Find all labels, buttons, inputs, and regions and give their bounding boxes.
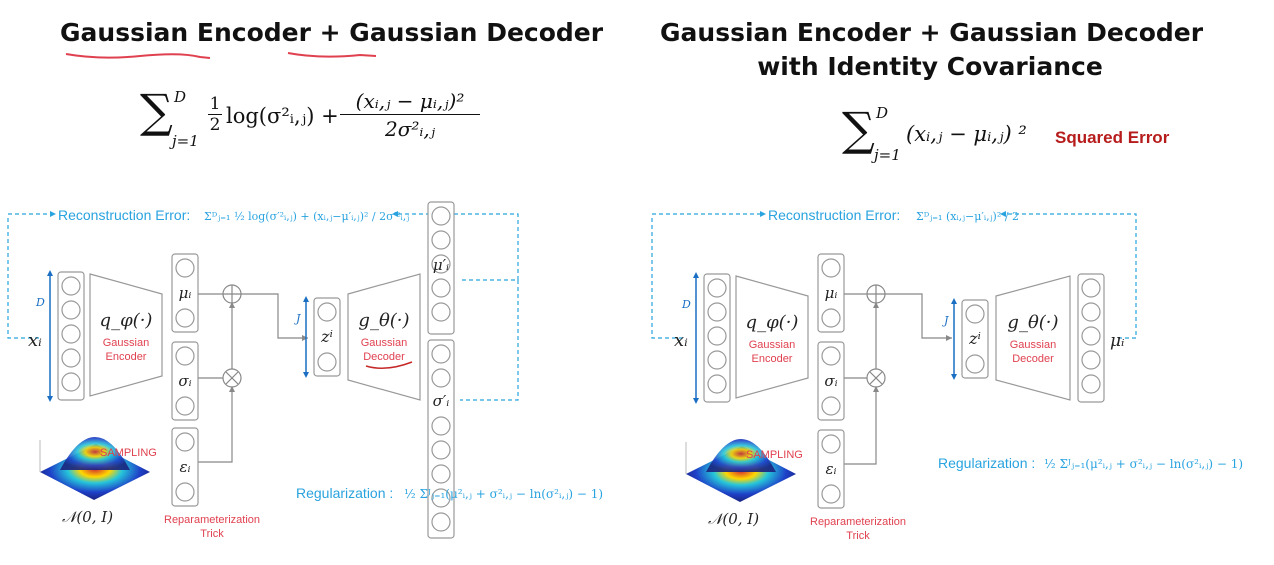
gaussian-surface-left — [39, 437, 150, 500]
left-recon-formula: Σᴰⱼ₌₁ ½ log(σ′²ᵢ,ⱼ) + (xᵢ,ⱼ−μ′ᵢ,ⱼ)² / 2σ… — [204, 210, 409, 223]
left-mu-prime: μ′ᵢ — [433, 256, 449, 274]
left-diagram: Reconstruction Error: Σᴰⱼ₌₁ ½ log(σ′²ᵢ,ⱼ… — [7, 201, 603, 540]
right-z-label: zⁱ — [968, 329, 981, 348]
left-title-part2: Encoder + — [188, 18, 350, 47]
left-enc-name1: Gaussian — [103, 337, 149, 349]
left-reg-formula: ½ Σᴶⱼ₌₁(μ²ᵢ,ⱼ + σ²ᵢ,ⱼ − ln(σ²ᵢ,ⱼ) − 1) — [404, 487, 603, 501]
left-recon-label: Reconstruction Error: — [58, 207, 190, 223]
left-J-label: J — [294, 312, 301, 325]
right-mu-label: μᵢ — [825, 284, 838, 302]
right-formula: ∑ D j=1 (xᵢ,ⱼ − μᵢ,ⱼ) ² — [842, 102, 1062, 168]
left-x-label: xᵢ — [28, 330, 42, 351]
left-sampling: SAMPLING — [100, 447, 157, 459]
left-sum-sign: ∑ — [140, 84, 173, 138]
left-formula-term1: log(σ²ᵢ,ⱼ) + — [226, 104, 339, 128]
left-normal: 𝒩(0, I) — [62, 508, 113, 526]
right-formula-body: (xᵢ,ⱼ − μᵢ,ⱼ) ² — [906, 122, 1027, 146]
right-J-label: J — [942, 314, 949, 327]
decoder-underline — [365, 361, 413, 369]
right-recon-label: Reconstruction Error: — [768, 207, 900, 223]
left-dec-name1: Gaussian — [361, 337, 407, 349]
left-reparam2: Trick — [200, 528, 224, 540]
left-D-label: D — [35, 296, 45, 309]
right-sampling: SAMPLING — [746, 449, 803, 461]
right-enc-func: q_φ(·) — [746, 312, 799, 333]
right-sum-sub: j=1 — [874, 146, 901, 164]
right-out-label: μᵢ — [1110, 331, 1124, 351]
left-enc-name2: Encoder — [106, 351, 147, 363]
right-dec-name2: Decoder — [1012, 353, 1054, 365]
left-sigma-prime: σ′ᵢ — [433, 392, 450, 410]
right-x-label: xᵢ — [674, 330, 688, 351]
left-title-underlines — [65, 52, 377, 59]
right-reparam1: Reparameterization — [810, 516, 906, 528]
left-reparam1: Reparameterization — [164, 514, 260, 526]
right-dec-func: g_θ(·) — [1007, 312, 1058, 333]
right-sum-sign: ∑ — [842, 102, 875, 156]
left-dec-name2: Decoder — [363, 351, 405, 363]
left-half: 1 2 — [208, 94, 222, 135]
right-diagram: Reconstruction Error: Σᴰⱼ₌₁ (xᵢ,ⱼ−μ′ᵢ,ⱼ)… — [651, 207, 1243, 542]
right-enc-name1: Gaussian — [749, 339, 795, 351]
left-title-part1: Gaussian — [60, 18, 189, 47]
right-title-line2: with Identity Covariance — [757, 52, 1103, 81]
right-title: Gaussian Encoder + Gaussian Decoder with… — [660, 16, 1204, 84]
gaussian-surface-right — [685, 439, 796, 502]
left-fraction: (xᵢ,ⱼ − μᵢ,ⱼ)² 2σ²ᵢ,ⱼ — [340, 88, 480, 143]
left-sigma-label: σᵢ — [178, 372, 191, 390]
squared-error-label: Squared Error — [1055, 128, 1170, 147]
left-title-part4: Decoder — [477, 18, 604, 47]
right-sum-sup: D — [876, 104, 889, 122]
right-recon-formula: Σᴰⱼ₌₁ (xᵢ,ⱼ−μ′ᵢ,ⱼ)² / 2 — [916, 210, 1019, 223]
right-dec-name1: Gaussian — [1010, 339, 1056, 351]
right-reg-label: Regularization : — [938, 455, 1035, 471]
right-title-line1: Gaussian Encoder + Gaussian Decoder — [660, 18, 1204, 47]
right-D-label: D — [681, 298, 691, 311]
left-sum-sub: j=1 — [172, 132, 199, 150]
right-reg-formula: ½ Σᴶⱼ₌₁(μ²ᵢ,ⱼ + σ²ᵢ,ⱼ − ln(σ²ᵢ,ⱼ) − 1) — [1044, 457, 1243, 471]
left-reg-label: Regularization : — [296, 485, 393, 501]
right-sigma-label: σᵢ — [824, 372, 837, 390]
left-z-label: zⁱ — [320, 327, 333, 346]
right-reparam2: Trick — [846, 530, 870, 542]
right-normal: 𝒩(0, I) — [708, 510, 759, 528]
left-eps-label: εᵢ — [179, 458, 190, 476]
left-sum-sup: D — [174, 88, 187, 106]
left-formula: ∑ D j=1 1 2 log(σ²ᵢ,ⱼ) + (xᵢ,ⱼ − μᵢ,ⱼ)² … — [140, 84, 480, 154]
left-title-part3: Gaussian — [349, 18, 478, 47]
left-title: Gaussian Encoder + Gaussian Decoder — [60, 16, 603, 50]
right-eps-label: εᵢ — [825, 460, 836, 478]
left-mu-label: μᵢ — [179, 284, 192, 302]
left-enc-func: q_φ(·) — [100, 310, 153, 331]
right-enc-name2: Encoder — [752, 353, 793, 365]
left-dec-func: g_θ(·) — [358, 310, 409, 331]
